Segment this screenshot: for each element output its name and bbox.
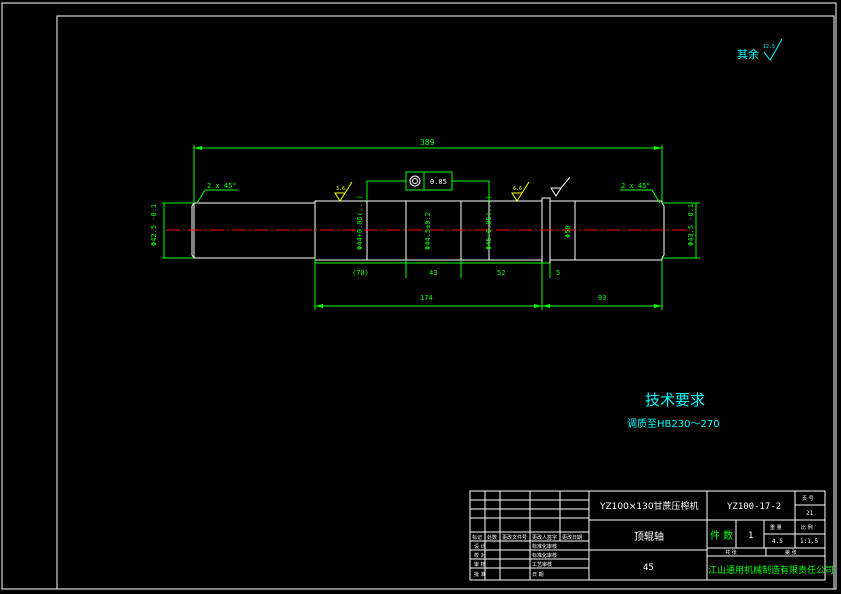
sign-row-design-std: 标准化审核	[532, 543, 557, 550]
scale-value: 1:1.5	[800, 538, 818, 545]
sign-row-approve-date: 日 期	[532, 572, 544, 578]
shaft-view	[166, 197, 690, 264]
surface-finish-value: 12.5	[763, 44, 775, 50]
sheet-current-label: 第 张	[785, 549, 797, 556]
segment-dim-2: 43	[429, 269, 437, 277]
chamfer-right-text: 2 x 45°	[621, 182, 651, 190]
roughness-mark-left: 3.6	[334, 181, 353, 202]
project-title: YZ100×130甘蔗压榨机	[599, 500, 699, 512]
roughness-left-icon	[334, 181, 353, 202]
diameter-collar: Φ50	[564, 225, 572, 238]
sign-header-date: 更改日期	[562, 534, 582, 541]
sign-header-count: 处数	[487, 534, 497, 541]
sheet-total-label: 共 张	[725, 549, 737, 556]
quantity-value: 1	[748, 531, 753, 541]
segment-dim-1: (70)	[352, 269, 369, 277]
chamfer-left-text: 2 x 45°	[207, 182, 237, 190]
diameter-bearing-right: Φ45+0.05(...)	[485, 195, 493, 250]
segment-dim-3: 52	[497, 269, 505, 277]
sign-row-check-std: 标准化审核	[532, 552, 557, 559]
chamfer-right-callout: 2 x 45°	[620, 182, 661, 204]
diameter-left-end-text: Φ42.5 -0.1	[150, 204, 158, 246]
sign-row-check: 校 对	[474, 552, 486, 559]
inner-frame	[56, 15, 835, 590]
sign-row-review: 审 核	[474, 561, 486, 568]
diameter-middle: Φ44.5±0.2	[424, 212, 432, 250]
diameter-middle-text: Φ44.5±0.2	[424, 212, 432, 250]
length-dimensions: 174 93	[315, 294, 662, 308]
roughness-mark-right: 6.6	[511, 181, 530, 202]
segment-dim-4: 5	[556, 269, 560, 277]
page-number-value: 21	[806, 510, 814, 517]
roughness-symbol-icon	[763, 38, 783, 61]
concentricity-icon	[409, 175, 421, 187]
company-name: 江山通用机械制造有限责任公司	[708, 564, 834, 576]
length-dim-right: 93	[598, 294, 606, 302]
roughness-right-value: 6.6	[513, 186, 522, 192]
title-block: 标记 处数 更改文件号 更改人签字 更改日期 设 计 标准化审核 校 对 标准化…	[469, 490, 834, 581]
sign-header-signer: 更改人签字	[532, 534, 557, 541]
tech-req-item-1: 调质至HB230～270	[627, 418, 720, 430]
diameter-collar-text: Φ50	[564, 225, 572, 238]
length-dim-left: 174	[420, 294, 433, 302]
tolerance-frame: 0.05	[366, 171, 490, 201]
drawing-number: YZ100-17-2	[727, 502, 781, 512]
sign-header-docno: 更改文件号	[502, 534, 527, 541]
page-number-label: 页 号	[802, 496, 814, 502]
sign-row-approve: 批 准	[474, 571, 486, 578]
diameter-bearing-left-text: Φ44+0.05(...)	[356, 195, 364, 250]
overall-length-dimension: 389	[193, 138, 663, 203]
surface-finish-label: 其余	[737, 47, 759, 61]
diameter-right-end: Φ43.5 -0.1	[662, 202, 700, 259]
roughness-collar-icon	[550, 176, 571, 197]
quantity-label: 件 数	[710, 529, 733, 542]
weight-label: 重 量	[770, 524, 782, 531]
sign-header-mark: 标记	[472, 534, 482, 541]
segment-dimensions: (70) 43 52 5	[314, 258, 663, 310]
overall-length-text: 389	[420, 138, 435, 147]
technical-requirements: 技术要求 调质至HB230～270	[627, 391, 720, 430]
tech-req-title: 技术要求	[645, 391, 705, 409]
weight-value: 4.5	[772, 538, 783, 545]
roughness-right-icon	[511, 181, 530, 202]
diameter-bearing-left: Φ44+0.05(...)	[356, 195, 364, 250]
sign-row-review-proc: 工艺审核	[532, 561, 552, 568]
diameter-bearing-right-text: Φ45+0.05(...)	[485, 195, 493, 250]
material: 45	[643, 563, 654, 573]
diameter-right-end-text: Φ43.5 -0.1	[687, 204, 695, 246]
tolerance-value: 0.05	[430, 178, 447, 186]
sign-row-design: 设 计	[474, 543, 486, 550]
surface-finish-note: 其余 12.5	[737, 38, 783, 61]
roughness-left-value: 3.6	[336, 186, 345, 192]
diameter-left-end: Φ42.5 -0.1	[150, 202, 194, 259]
scale-label: 比 例	[801, 524, 813, 531]
part-name: 顶辊轴	[634, 530, 664, 543]
chamfer-left-callout: 2 x 45°	[196, 182, 238, 204]
